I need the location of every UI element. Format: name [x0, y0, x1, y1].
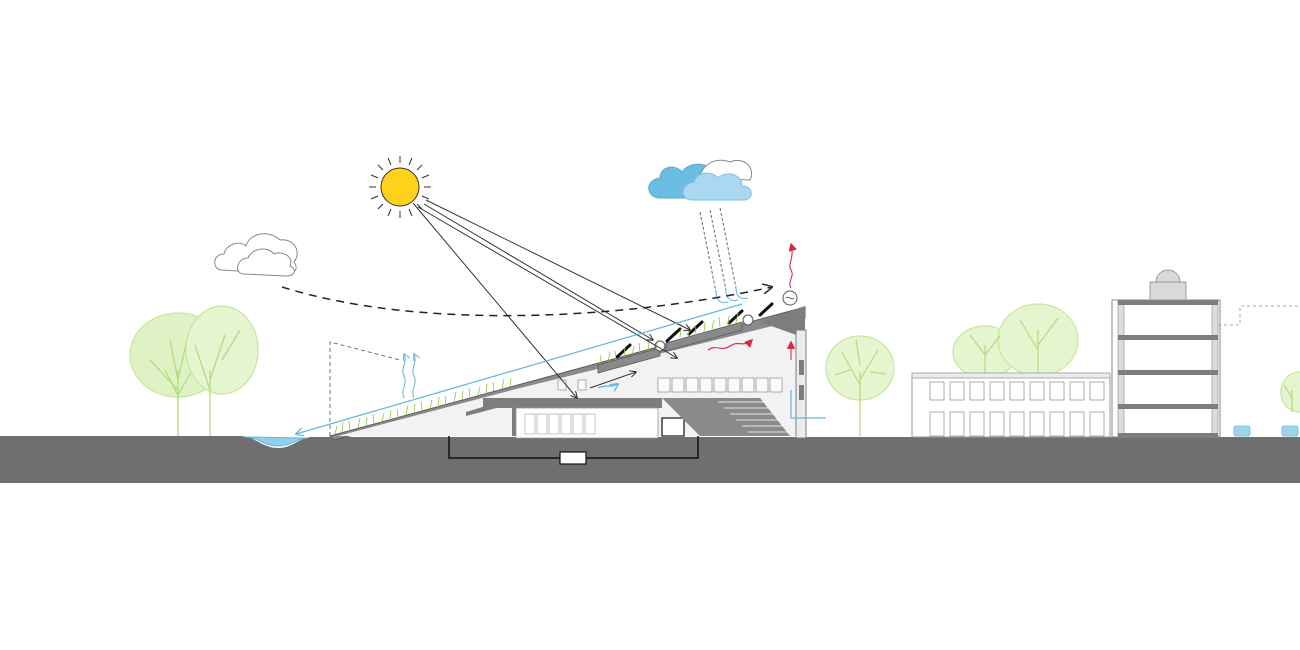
tree-left — [129, 305, 259, 436]
tree-right-edge — [1280, 371, 1300, 413]
tree-background — [952, 303, 1079, 379]
solar-rays-reflected — [589, 372, 636, 389]
evaporation-blue — [402, 354, 415, 399]
tree-middle — [825, 335, 895, 436]
pond-water — [243, 436, 307, 447]
wind-path-dashed — [281, 287, 772, 317]
tower-building — [1111, 269, 1300, 438]
cloud-rain-blue — [648, 159, 752, 201]
cloud-left-outline — [214, 233, 298, 277]
rain-intake-blue — [715, 287, 749, 303]
sun-icon — [369, 156, 431, 218]
cars — [1233, 425, 1299, 437]
heat-exhaust-red — [707, 244, 792, 360]
solar-rays — [412, 199, 690, 398]
water-runoff-blue — [296, 303, 826, 434]
green-roof-building — [329, 290, 807, 441]
rain-collection — [699, 207, 737, 293]
ground — [0, 436, 1300, 483]
low-building — [911, 372, 1111, 438]
